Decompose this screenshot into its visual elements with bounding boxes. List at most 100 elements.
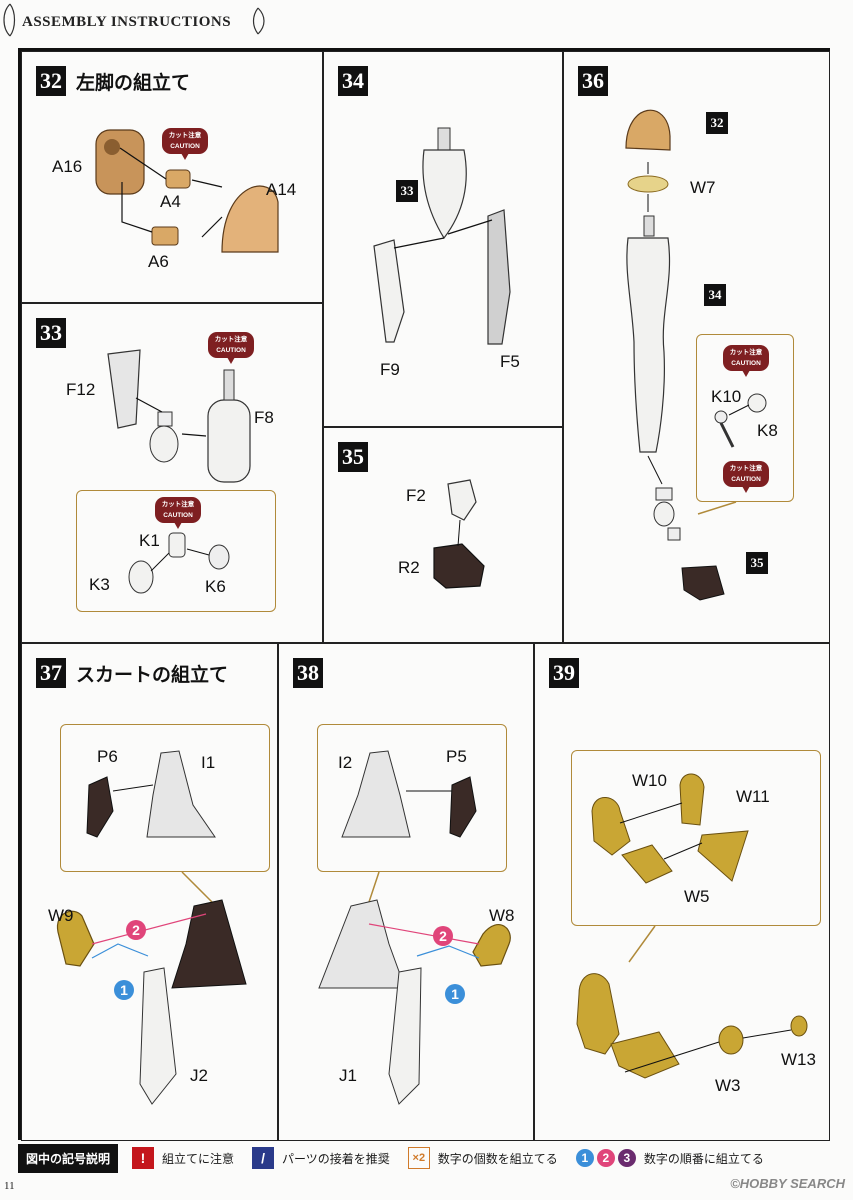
detail-callout: W10 W11 W5 <box>571 750 821 926</box>
part-label: W5 <box>684 887 710 906</box>
warning-icon: ! <box>132 1147 155 1169</box>
part-label: K10 <box>711 387 742 406</box>
step-34-diagram <box>373 127 511 345</box>
part-label: I2 <box>338 753 353 772</box>
step-number: 37 <box>36 658 66 688</box>
step-title: 左脚の組立て <box>76 73 191 94</box>
step-ref-badge: 35 <box>746 552 768 574</box>
step-32-diagram <box>95 129 279 253</box>
header: ASSEMBLY INSTRUCTIONS <box>0 0 300 40</box>
part-label: A14 <box>266 180 297 199</box>
caution-jp: カット注意 <box>214 336 248 343</box>
step-36-panel: 36 32 W7 34 カット注意 <box>563 51 830 643</box>
legend-label: パーツの接着を推奨 <box>282 1151 390 1166</box>
part-label: J1 <box>339 1066 357 1085</box>
part-label: J2 <box>190 1066 208 1085</box>
step-37-panel: 37 スカートの組立て P6 I1 2 1 W9 J2 <box>21 643 278 1141</box>
caution-jp: カット注意 <box>729 465 763 472</box>
step-title: スカートの組立て <box>76 665 229 686</box>
step-ref-badge: 34 <box>704 284 726 306</box>
step-number: 39 <box>549 658 579 688</box>
part-label: K1 <box>139 531 160 550</box>
part-label: W10 <box>632 771 667 790</box>
order-marker: 1 <box>114 980 134 1000</box>
part-label: F2 <box>406 486 426 505</box>
glue-icon: / <box>252 1147 275 1169</box>
detail-callout: I2 P5 <box>317 724 507 872</box>
order-marker: 1 <box>445 984 465 1004</box>
part-label: I1 <box>201 753 216 772</box>
caution-en: CAUTION <box>163 512 193 519</box>
ornament-left-icon <box>3 3 16 37</box>
part-label: W13 <box>781 1050 816 1069</box>
part-label: A4 <box>160 192 181 211</box>
step-34-panel: 34 33 F9 F5 <box>323 51 563 427</box>
legend-label: 数字の個数を組立てる <box>437 1151 558 1166</box>
caution-badge: カット注意 CAUTION <box>208 332 254 364</box>
part-label: F12 <box>66 380 96 399</box>
detail-callout: P6 I1 <box>60 724 270 872</box>
step-32-panel: 32 左脚の組立て カット注意 CAUTION A16 A4 A14 A6 <box>21 51 323 303</box>
page-number: 11 <box>4 1180 15 1192</box>
step-35-panel: 35 F2 R2 <box>323 427 563 643</box>
step-38-diagram <box>318 871 511 1105</box>
caution-en: CAUTION <box>216 347 246 354</box>
step-number: 34 <box>338 66 368 96</box>
watermark: ©HOBBY SEARCH <box>730 1176 845 1191</box>
step-number: 32 <box>36 66 66 96</box>
part-label: F9 <box>380 360 400 379</box>
caution-en: CAUTION <box>731 476 761 483</box>
part-label: P6 <box>97 747 118 766</box>
instruction-frame: 32 左脚の組立て カット注意 CAUTION A16 A4 A14 A6 33 <box>18 48 830 1141</box>
part-label: K8 <box>757 421 778 440</box>
detail-diagram <box>86 750 216 838</box>
caution-en: CAUTION <box>170 143 200 150</box>
quantity-icon: ×2 <box>407 1147 430 1169</box>
part-label: W8 <box>489 906 515 925</box>
detail-diagram <box>591 773 749 884</box>
caution-badge: カット注意 CAUTION <box>723 345 769 377</box>
step-ref-badge: 33 <box>396 180 418 202</box>
order-marker: 1 <box>575 1149 594 1167</box>
part-label: F8 <box>254 408 274 427</box>
step-ref-badge: 32 <box>706 112 728 134</box>
caution-badge: カット注意 CAUTION <box>155 497 201 529</box>
detail-diagram <box>714 393 767 448</box>
detail-diagram <box>341 750 477 838</box>
step-37-diagram <box>56 871 247 1105</box>
part-label: F5 <box>500 352 520 371</box>
step-38-panel: 38 I2 P5 2 1 W8 J1 <box>278 643 534 1141</box>
ornament-right-icon <box>252 7 265 35</box>
step-number: 36 <box>578 66 608 96</box>
part-label: A16 <box>52 157 83 176</box>
step-number: 33 <box>36 318 66 348</box>
order-marker: 2 <box>433 926 453 946</box>
step-35-diagram <box>433 479 485 589</box>
legend-item: ×2 数字の個数を組立てる <box>407 1147 558 1169</box>
caution-jp: カット注意 <box>168 132 202 139</box>
legend-label: 数字の順番に組立てる <box>643 1151 764 1166</box>
legend-item: ! 組立てに注意 <box>132 1147 234 1169</box>
legend-item: 1 2 3 数字の順番に組立てる <box>575 1149 764 1167</box>
legend-label: 組立てに注意 <box>162 1151 235 1166</box>
step-33-diagram <box>107 349 251 483</box>
order-marker: 2 <box>126 920 146 940</box>
legend-item: / パーツの接着を推奨 <box>252 1147 390 1169</box>
part-label: W7 <box>690 178 716 197</box>
detail-callout: カット注意 CAUTION K1 K3 K6 <box>76 490 276 612</box>
legend-title: 図中の記号説明 <box>18 1143 119 1173</box>
part-label: W3 <box>715 1076 741 1095</box>
part-label: W11 <box>736 787 770 806</box>
caution-jp: カット注意 <box>161 501 195 508</box>
page-title: ASSEMBLY INSTRUCTIONS <box>22 14 232 30</box>
order-marker: 2 <box>596 1149 615 1167</box>
step-number: 38 <box>293 658 323 688</box>
step-39-panel: 39 W10 W11 W5 W13 W3 <box>534 643 830 1141</box>
caution-jp: カット注意 <box>729 349 763 356</box>
part-label: A6 <box>148 252 169 271</box>
step-39-diagram <box>576 925 808 1079</box>
step-36-diagram <box>625 109 737 601</box>
detail-diagram <box>128 532 230 594</box>
caution-en: CAUTION <box>731 360 761 367</box>
part-label: R2 <box>398 558 420 577</box>
